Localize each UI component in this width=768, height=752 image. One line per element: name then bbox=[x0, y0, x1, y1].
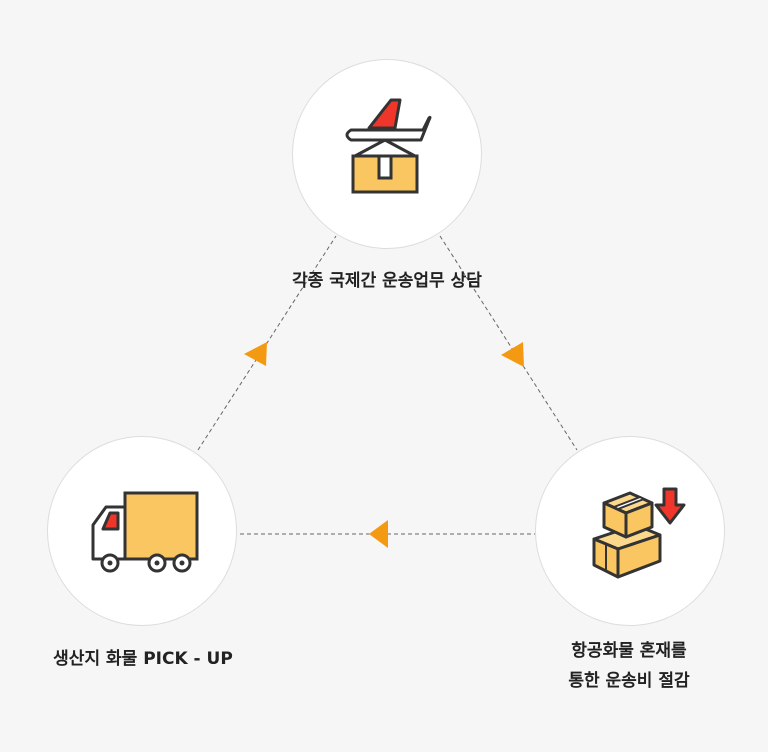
delivery-truck-icon bbox=[91, 491, 199, 573]
node-label-top: 각종 국제간 운송업무 상담 bbox=[292, 271, 482, 291]
node-label-right-line-2: 통한 운송비 절감 bbox=[568, 671, 690, 691]
connector-left-to-top bbox=[197, 235, 337, 451]
node-label-left: 생산지 화물 PICK - UP bbox=[53, 649, 233, 669]
arrow-left bbox=[369, 520, 388, 548]
arrow-up-left bbox=[244, 342, 267, 366]
airplane-cargo-icon bbox=[345, 98, 432, 194]
node-label-right-line-1: 항공화물 혼재를 bbox=[571, 641, 687, 661]
stacked-boxes-down-arrow-icon bbox=[592, 487, 686, 579]
connector-top-to-right bbox=[439, 235, 578, 451]
node-circle-right bbox=[535, 436, 725, 626]
arrow-down-right bbox=[501, 342, 524, 367]
node-circle-left bbox=[47, 436, 237, 626]
node-label-right: 항공화물 혼재를 통한 운송비 절감 bbox=[520, 636, 738, 696]
node-circle-top bbox=[292, 59, 482, 249]
